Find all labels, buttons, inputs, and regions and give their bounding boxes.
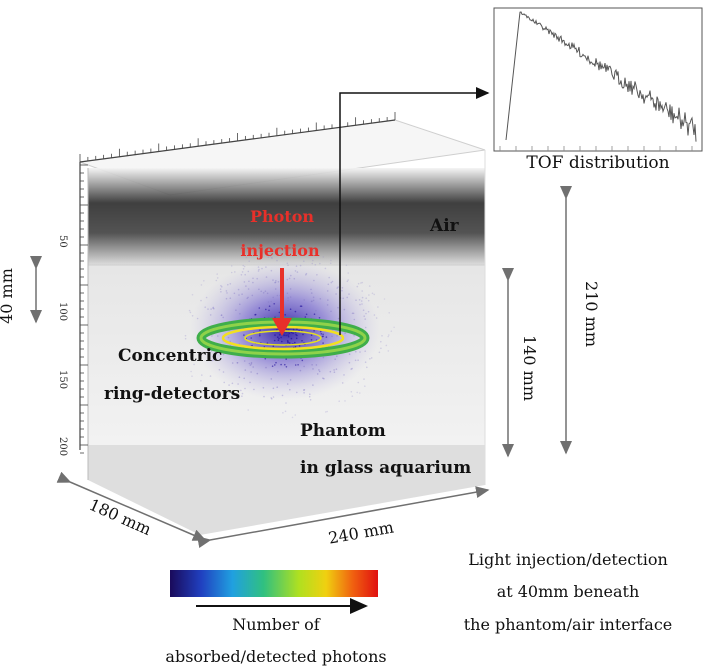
- photon-injection-label: Photon: [250, 207, 314, 226]
- axis-tick-label: 150: [57, 370, 68, 389]
- ring-detectors-label: Concentric: [118, 346, 222, 366]
- dim-140-label: 140 mm: [520, 335, 539, 401]
- colorbar-label: absorbed/detected photons: [165, 647, 386, 666]
- injection-arrow: [272, 268, 292, 336]
- tof-connector: [339, 87, 490, 335]
- phantom-label: Phantom: [300, 421, 386, 441]
- left-axis: 50 100 150 200: [57, 162, 88, 456]
- light-note: the phantom/air interface: [464, 615, 673, 634]
- air-label: Air: [429, 216, 460, 236]
- ring-detectors-label: ring-detectors: [104, 384, 240, 404]
- photon-injection-label: injection: [240, 241, 320, 260]
- dimension-210mm: 210 mm: [560, 186, 601, 455]
- phantom-label: in glass aquarium: [300, 458, 471, 478]
- dim-40-label: 40 mm: [0, 268, 16, 324]
- light-note: Light injection/detection: [468, 550, 668, 569]
- air-region: [88, 168, 485, 268]
- top-axis: [79, 112, 396, 163]
- dimension-40mm: 40 mm: [0, 256, 42, 324]
- colorbar: [170, 570, 378, 597]
- colorbar-label: Number of: [232, 615, 321, 634]
- axis-tick-label: 50: [57, 235, 68, 248]
- light-note: at 40mm beneath: [497, 582, 640, 601]
- dim-210-label: 210 mm: [582, 281, 601, 347]
- dimension-140mm: 140 mm: [502, 268, 539, 458]
- tof-plot: [493, 7, 703, 152]
- tof-label: TOF distribution: [526, 153, 669, 173]
- axis-tick-label: 100: [57, 302, 68, 321]
- dim-240-label: 240 mm: [327, 518, 395, 548]
- axis-tick-label: 200: [57, 437, 68, 456]
